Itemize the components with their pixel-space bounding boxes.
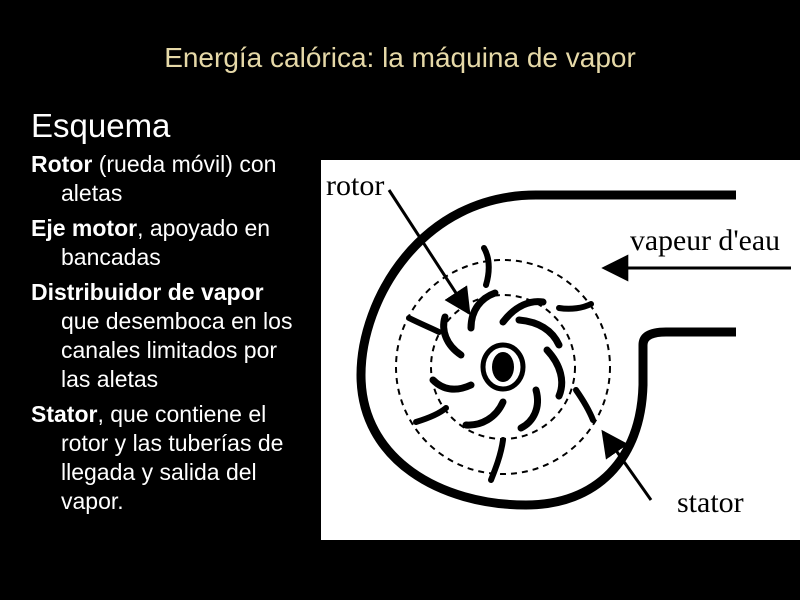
stator-vanes <box>406 245 596 483</box>
steam-label: vapeur d'eau <box>630 224 780 257</box>
blade-4 <box>462 398 507 429</box>
vane-1 <box>481 245 492 288</box>
vane-6 <box>406 315 442 335</box>
bullet-shaft-term: Eje motor <box>31 215 138 241</box>
bullet-distributor-text: que desemboca en los canales limitados p… <box>61 308 293 392</box>
stator-arrow <box>601 429 653 501</box>
slide-heading: Esquema <box>31 107 171 144</box>
blade-1 <box>515 316 563 349</box>
rotor-arrow <box>387 189 471 316</box>
bullet-rotor-text: (rueda móvil) con aletas <box>61 151 277 206</box>
bullet-rotor: Rotor (rueda móvil) con aletas <box>31 150 306 208</box>
rotor-blades <box>429 289 566 432</box>
shaft-core <box>492 352 514 382</box>
rotor-label: rotor <box>326 169 384 202</box>
blade-3 <box>517 386 541 432</box>
blade-2 <box>543 346 566 400</box>
shaft-hub <box>480 342 526 392</box>
blade-7 <box>467 289 499 332</box>
bullet-rotor-term: Rotor <box>31 151 93 177</box>
blade-8 <box>499 298 547 326</box>
turbine-diagram-svg: rotor vapeur d'eau stator <box>326 169 791 519</box>
bullet-stator-text: , que contiene el rotor y las tuberías d… <box>61 401 284 514</box>
slide-title: Energía calórica: la máquina de vapor <box>164 42 636 73</box>
stator-casing <box>356 190 736 510</box>
bullet-stator: Stator, que contiene el rotor y las tube… <box>31 400 306 516</box>
vane-3 <box>573 387 596 423</box>
bullet-distributor: Distribuidor de vapor que desemboca en l… <box>31 278 306 394</box>
bullet-stator-term: Stator <box>31 401 98 427</box>
stator-label: stator <box>677 486 744 519</box>
blade-6 <box>440 313 465 359</box>
slide-body: Esquema Rotor (rueda móvil) con aletas E… <box>31 106 306 522</box>
vane-5 <box>413 405 449 425</box>
bullet-shaft: Eje motor, apoyado en bancadas <box>31 214 306 272</box>
turbine-diagram: rotor vapeur d'eau stator <box>321 160 800 540</box>
stator-boundary <box>395 259 611 475</box>
vane-2 <box>556 301 594 312</box>
vane-4 <box>488 437 506 483</box>
bullet-distributor-term: Distribuidor de vapor <box>31 279 264 305</box>
bullet-shaft-text: , apoyado en bancadas <box>61 215 271 270</box>
blade-5 <box>429 376 475 393</box>
